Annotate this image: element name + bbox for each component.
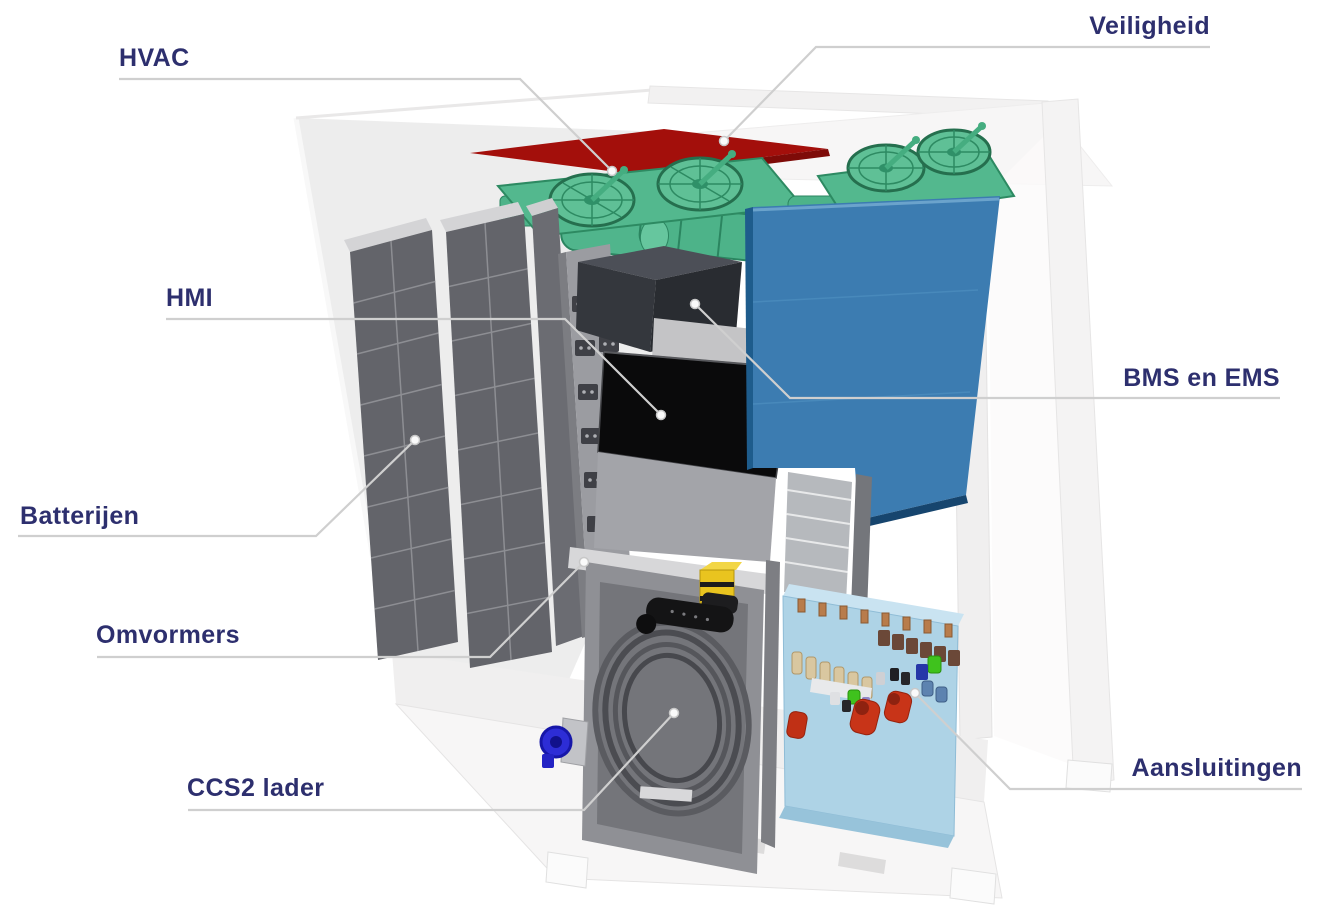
rack-lower-front bbox=[594, 452, 776, 562]
battery-racks bbox=[344, 198, 584, 668]
bms-ems-panel bbox=[745, 196, 1000, 528]
divider-wall bbox=[761, 560, 780, 848]
label-hmi: HMI bbox=[166, 284, 214, 312]
callout-dot-ccs2 bbox=[668, 707, 680, 719]
callout-leader-ccs2 bbox=[188, 707, 680, 812]
callout-leader-veiligheid bbox=[718, 45, 1210, 147]
callout-dot-aansluitingen bbox=[909, 687, 921, 699]
fan bbox=[916, 122, 992, 176]
label-omvormers: Omvormers bbox=[96, 621, 240, 649]
callout-leader-omvormers bbox=[97, 556, 590, 659]
callout-dot-omvormers bbox=[578, 556, 590, 568]
callout-dot-hvac bbox=[606, 165, 618, 177]
label-veiligheid: Veiligheid bbox=[1089, 12, 1210, 40]
cee-sockets bbox=[786, 690, 913, 739]
callout-leader-hvac bbox=[119, 77, 618, 177]
callout-leader-bms-ems bbox=[689, 298, 1280, 400]
fan bbox=[656, 150, 744, 212]
callout-dot-veiligheid bbox=[718, 135, 730, 147]
callout-leaders bbox=[18, 45, 1302, 812]
callout-leader-aansluitingen bbox=[909, 687, 1302, 791]
cable-glands bbox=[878, 630, 960, 666]
wall-socket bbox=[539, 717, 589, 768]
callout-dot-hmi bbox=[655, 409, 667, 421]
fan bbox=[846, 136, 926, 193]
callout-leader-hmi bbox=[166, 317, 667, 421]
label-aansluitingen: Aansluitingen bbox=[1131, 754, 1302, 782]
callout-dot-batterijen bbox=[409, 434, 421, 446]
ccs2-plug bbox=[636, 592, 739, 634]
label-batterijen: Batterijen bbox=[20, 502, 140, 530]
ccs2-compartment bbox=[568, 547, 768, 874]
label-ccs2-lader: CCS2 lader bbox=[187, 774, 325, 802]
label-bms-ems: BMS en EMS bbox=[1123, 364, 1280, 392]
label-hvac: HVAC bbox=[119, 44, 190, 72]
busbar-terminals bbox=[797, 598, 953, 638]
cable-ladder bbox=[784, 472, 872, 640]
callout-dot-bms-ems bbox=[689, 298, 701, 310]
connections-panel bbox=[779, 584, 964, 848]
small-connectors bbox=[830, 655, 948, 712]
callout-leader-batterijen bbox=[18, 434, 421, 538]
